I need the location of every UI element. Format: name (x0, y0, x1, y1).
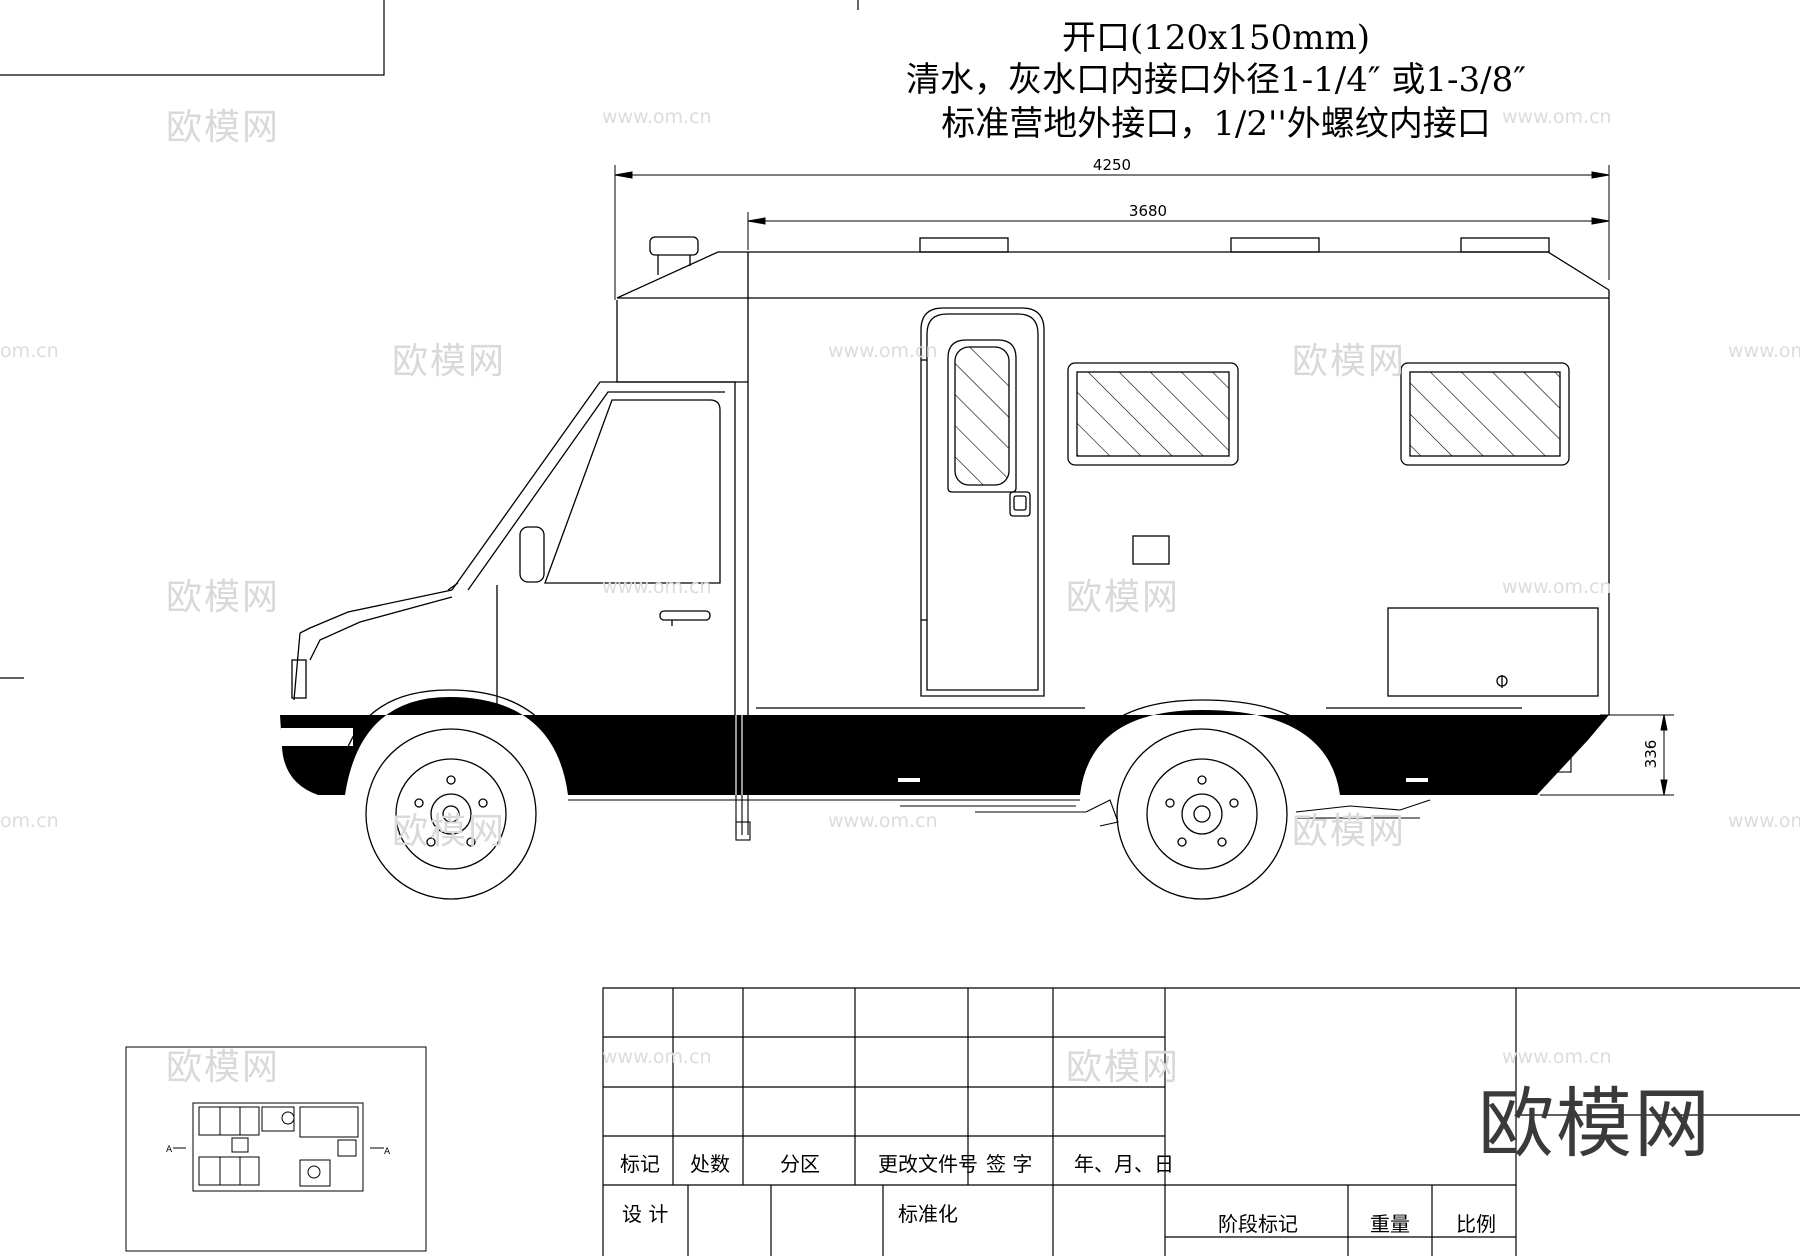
watermark-url: www.om.cn (1728, 340, 1800, 362)
watermark-url: www.om.cn (1502, 576, 1612, 598)
watermark-url: www.om.cn (828, 810, 938, 832)
title-block-change-doc: 更改文件号 (878, 1152, 978, 1176)
front-wheel (365, 728, 537, 900)
rear-wheel (1116, 728, 1288, 900)
watermark-url: www.om.cn (1502, 1046, 1612, 1068)
floor-plan-inset (125, 1046, 427, 1252)
dimension-overall (614, 165, 1610, 300)
vehicle-cab (291, 381, 736, 715)
dimension-skirt (1540, 714, 1674, 796)
watermark-text: 欧模网 (166, 577, 281, 618)
title-block-weight: 重量 (1370, 1212, 1410, 1236)
watermark-text: 欧模网 (1066, 1047, 1181, 1088)
title-block-zone: 分区 (780, 1152, 820, 1176)
watermark-text: 欧模网 (166, 107, 281, 148)
watermark-url: www.om.cn (602, 1046, 712, 1068)
watermark-text: 欧模网 (1292, 341, 1407, 382)
title-block-date: 年、月、日 (1074, 1152, 1174, 1176)
watermark-url: www.om.cn (1502, 106, 1612, 128)
watermark-url: www.om.cn (602, 576, 712, 598)
watermark-url: om.cn (0, 340, 59, 362)
chassis (568, 739, 1572, 841)
section-marker-right: A (384, 1147, 391, 1157)
title-block-count: 处数 (690, 1152, 730, 1176)
dimension-label-box: 3680 (1129, 202, 1167, 220)
camper-box (616, 236, 1610, 715)
dimension-label-skirt: 336 (1642, 740, 1660, 769)
lower-skirt (280, 697, 1609, 795)
brand-logo-text: 欧模网 (1478, 1079, 1712, 1168)
title-block-stage-mark: 阶段标记 (1218, 1212, 1298, 1236)
watermark-text: 欧模网 (1066, 577, 1181, 618)
watermark-url: www.om.cn (1728, 810, 1800, 832)
title-block-design: 设 计 (622, 1202, 669, 1226)
section-marker-left: A (166, 1145, 173, 1155)
watermark-url: www.om.cn (602, 106, 712, 128)
wheel-arches (336, 689, 1349, 796)
side-windows (756, 362, 1599, 709)
watermark-url: www.om.cn (828, 340, 938, 362)
entry-door (920, 307, 1045, 697)
note-campsite-port: 标准营地外接口，1/2''外螺纹内接口 (941, 104, 1491, 144)
title-block-scale: 比例 (1456, 1212, 1496, 1236)
watermark-text: 欧模网 (166, 1047, 281, 1088)
watermark-text: 欧模网 (392, 811, 507, 852)
watermark-url: om.cn (0, 810, 59, 832)
note-water-ports: 清水，灰水口内接口外径1-1/4″ 或1-3/8″ (906, 60, 1526, 100)
note-opening: 开口(120x150mm) (1062, 18, 1370, 58)
title-block-grid (602, 987, 1800, 1256)
title-block-mark: 标记 (620, 1152, 660, 1176)
watermark-text: 欧模网 (392, 341, 507, 382)
frame-fragment (0, 0, 859, 679)
title-block-standardize: 标准化 (898, 1202, 958, 1226)
dimension-box (747, 212, 1610, 250)
title-block-signature: 签 字 (986, 1152, 1033, 1176)
dimension-label-overall: 4250 (1093, 156, 1131, 174)
watermark-text: 欧模网 (1292, 811, 1407, 852)
